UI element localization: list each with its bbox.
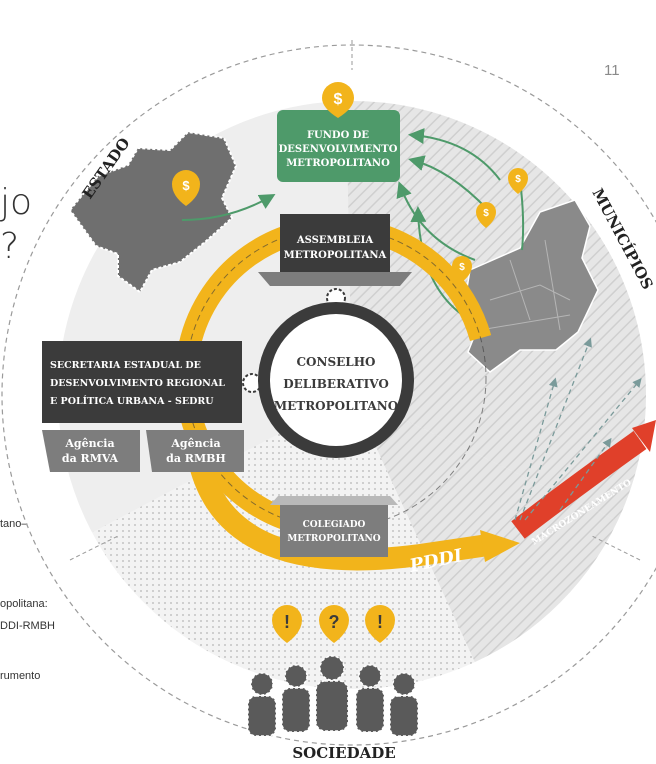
side-text-1: tano– xyxy=(0,518,28,530)
coin-icon: $ xyxy=(476,202,496,228)
svg-text:$: $ xyxy=(515,174,521,185)
secretaria-box xyxy=(42,341,242,423)
agencia-rmbh-box xyxy=(146,430,244,472)
fundo-label-1: FUNDO DE xyxy=(307,130,369,141)
conselho-circle xyxy=(270,314,402,446)
svg-text:!: ! xyxy=(284,612,290,632)
heading-fragment-1: jo xyxy=(0,182,33,223)
secretaria-label-1: SECRETARIA ESTADUAL DE xyxy=(50,360,201,371)
macrozoneamento-arrow xyxy=(511,431,647,539)
agencia-rmva-label-1: Agência xyxy=(64,437,114,450)
secretaria-label-3: E POLÍTICA URBANA - SEDRU xyxy=(50,395,214,407)
fundo-box xyxy=(277,110,400,182)
question-icon: ? xyxy=(319,605,349,643)
colegiado-label-2: METROPOLITANO xyxy=(287,534,380,544)
svg-text:$: $ xyxy=(483,208,489,219)
estado-to-fundo-arrow xyxy=(181,194,276,221)
pddi-arrow xyxy=(189,461,490,571)
colegiado-label-1: COLEGIADO xyxy=(303,520,366,530)
assembleia-label-2: METROPOLITANA xyxy=(284,250,387,261)
svg-text:?: ? xyxy=(329,612,340,632)
conselho-label-2: DELIBERATIVO xyxy=(283,377,389,391)
fundo-label-3: METROPOLITANO xyxy=(286,158,390,169)
agencia-rmva-label-2: da RMVA xyxy=(62,452,119,465)
exclamation-icon: ! xyxy=(365,605,395,643)
svg-text:$: $ xyxy=(182,178,190,193)
coin-icon: $ xyxy=(322,82,354,118)
assembleia-box xyxy=(280,214,390,272)
people-group-icon xyxy=(247,655,419,737)
colegiado-box xyxy=(280,505,388,557)
svg-text:$: $ xyxy=(334,91,343,108)
agencia-rmbh-label-1: Agência xyxy=(170,437,220,450)
side-text-3: DDI-RMBH xyxy=(0,620,55,632)
conselho-label-3: METROPOLITANO xyxy=(274,399,398,413)
exclamation-icon: ! xyxy=(272,605,302,643)
svg-text:$: $ xyxy=(459,262,465,273)
outer-ring xyxy=(1,44,656,746)
agencia-rmbh-label-2: da RMBH xyxy=(166,452,226,465)
side-text-2: opolitana: xyxy=(0,598,48,610)
heading-fragment-2: ? xyxy=(0,226,20,267)
conselho-label-1: CONSELHO xyxy=(296,355,375,369)
fundo-label-2: DESENVOLVIMENTO xyxy=(279,144,398,155)
secretaria-label-2: DESENVOLVIMENTO REGIONAL xyxy=(50,378,225,389)
coin-icon: $ xyxy=(172,170,200,206)
coin-icon: $ xyxy=(508,168,528,194)
agencia-rmva-box xyxy=(42,430,140,472)
assembleia-label-1: ASSEMBLEIA xyxy=(296,235,373,246)
side-text-4: rumento xyxy=(0,670,41,682)
sociedade-label: SOCIEDADE xyxy=(292,744,395,762)
estado-map xyxy=(68,130,238,294)
svg-text:!: ! xyxy=(377,612,383,632)
page-number: 11 xyxy=(604,62,620,79)
